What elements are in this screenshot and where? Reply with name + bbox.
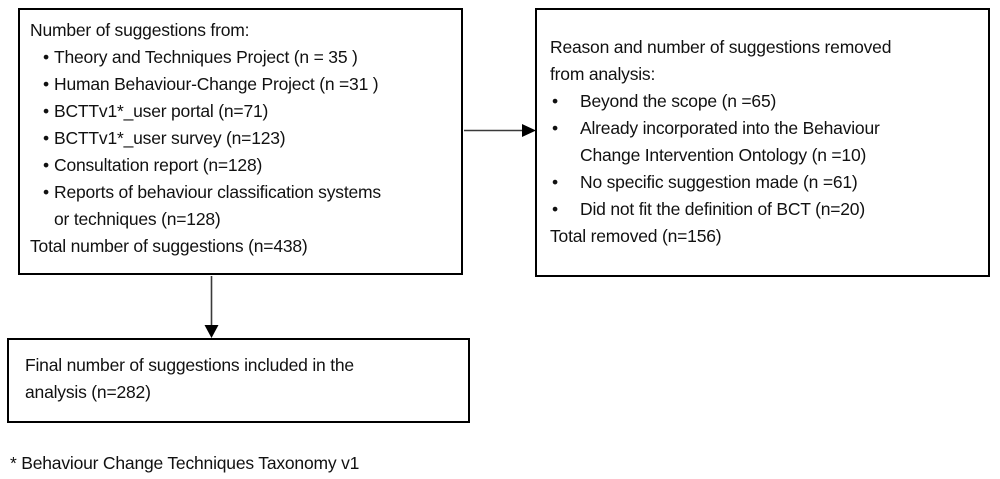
sources-box-title: Number of suggestions from: <box>30 20 250 40</box>
arrow-sources-to-final <box>204 276 219 338</box>
list-item: Consultation report (n=128) <box>43 152 455 179</box>
list-item: Theory and Techniques Project (n = 35 ) <box>43 44 455 71</box>
final-box-text: Final number of suggestions included in … <box>25 355 354 402</box>
footnote: * Behaviour Change Techniques Taxonomy v… <box>10 453 360 473</box>
list-item: No specific suggestion made (n =61) <box>552 169 974 196</box>
removed-list: Beyond the scope (n =65)Already incorpor… <box>550 88 974 223</box>
list-item: Human Behaviour-Change Project (n =31 ) <box>43 71 455 98</box>
removed-box-total: Total removed (n=156) <box>550 226 722 246</box>
list-item: Already incorporated into the Behaviour … <box>552 115 974 169</box>
list-item: Did not fit the definition of BCT (n=20) <box>552 196 974 223</box>
list-item: BCTTv1*_user survey (n=123) <box>43 125 455 152</box>
sources-list: Theory and Techniques Project (n = 35 )H… <box>30 44 455 233</box>
final-count-box: Final number of suggestions included in … <box>7 338 470 423</box>
list-item: BCTTv1*_user portal (n=71) <box>43 98 455 125</box>
list-item: Beyond the scope (n =65) <box>552 88 974 115</box>
removed-reasons-box: Reason and number of suggestions removed… <box>535 8 990 277</box>
list-item: Reports of behaviour classification syst… <box>43 179 455 233</box>
sources-box: Number of suggestions from: Theory and T… <box>18 8 463 275</box>
removed-box-title: Reason and number of suggestions removed… <box>550 37 892 84</box>
sources-box-total: Total number of suggestions (n=438) <box>30 236 308 256</box>
arrow-sources-to-removed <box>464 124 536 137</box>
